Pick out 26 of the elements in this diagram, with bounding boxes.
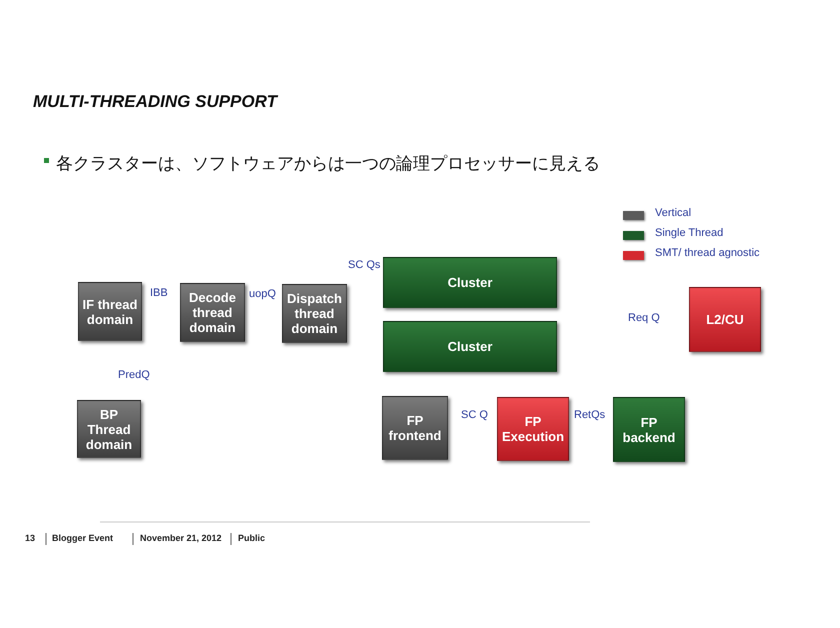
queue-label: RetQs xyxy=(574,409,606,421)
process-box: Dispatch thread domain xyxy=(282,284,347,343)
footer-text: November 21, 2012 xyxy=(140,533,222,543)
queue-label: SC Q xyxy=(461,409,488,421)
process-box: Cluster xyxy=(383,257,557,308)
process-box: FP frontend xyxy=(382,396,448,460)
footer-text: Public xyxy=(238,533,266,543)
queue-label: uopQ xyxy=(249,288,276,300)
queue-label: SC Qs xyxy=(348,259,380,271)
process-box: BP Thread domain xyxy=(77,400,141,458)
queue-label: Req Q xyxy=(628,312,660,324)
process-box: IF thread domain xyxy=(78,282,142,341)
process-box: Decode thread domain xyxy=(180,283,245,342)
legend-label: Vertical xyxy=(655,207,692,219)
queue-label: PredQ xyxy=(118,369,150,381)
bullet-text: 各クラスターは、ソフトウェアからは一つの論理プロセッサーに見える xyxy=(56,153,600,175)
slide-title: MULTI-THREADING SUPPORT xyxy=(33,92,277,112)
process-box: FP backend xyxy=(613,397,685,462)
footer-text: Blogger Event xyxy=(52,533,114,543)
process-box: FP Execution xyxy=(497,397,569,461)
process-box: Cluster xyxy=(383,321,557,372)
process-box: L2/CU xyxy=(689,287,761,352)
queue-label: IBB xyxy=(150,287,168,299)
legend-label: Single Thread xyxy=(655,227,724,239)
legend-label: SMT/ thread agnostic xyxy=(655,247,760,259)
footer-text: 13 xyxy=(25,533,36,543)
